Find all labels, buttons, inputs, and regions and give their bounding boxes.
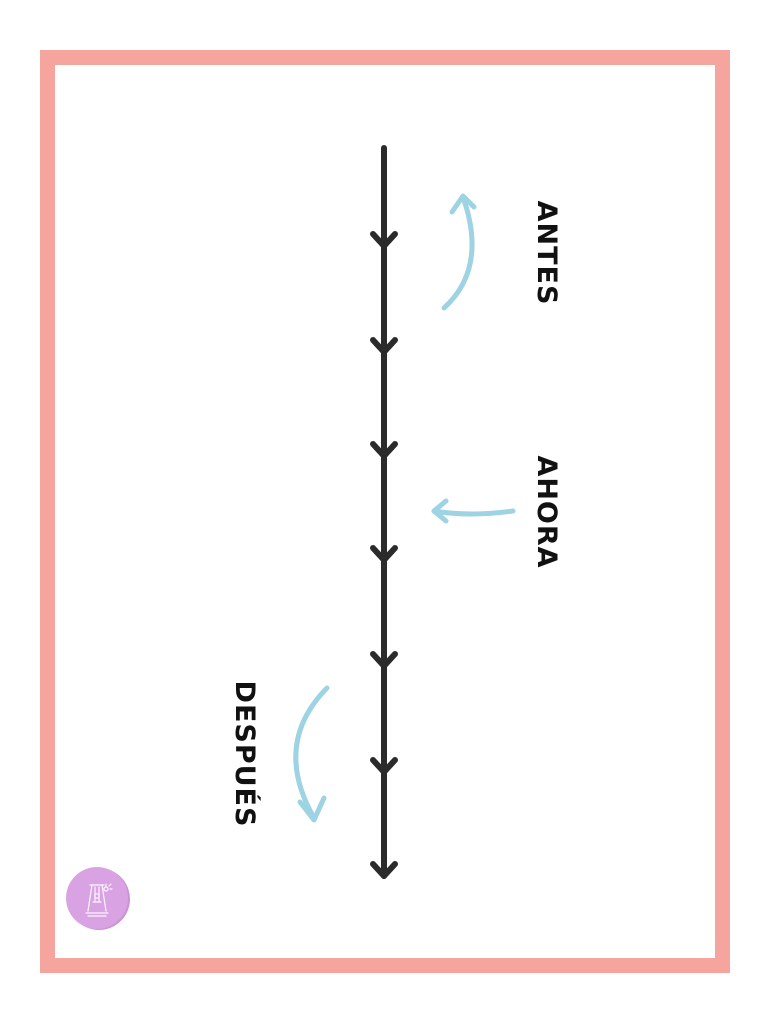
arrowhead-2 xyxy=(370,337,398,355)
label-ahora: AHORA xyxy=(531,455,562,568)
label-despues: DESPUÉS xyxy=(229,681,261,828)
arrowhead-6 xyxy=(370,757,398,775)
swing-child-icon xyxy=(85,883,113,917)
arrowhead-4 xyxy=(370,545,398,563)
label-antes: ANTES xyxy=(531,201,562,306)
despues-curved-arrow xyxy=(293,685,330,823)
logo-badge xyxy=(66,867,128,929)
antes-curved-arrow xyxy=(441,193,477,311)
timeline-arrowheads xyxy=(370,231,398,879)
arrowhead-5 xyxy=(370,651,398,669)
arrowhead-3 xyxy=(370,441,398,459)
arrowhead-7 xyxy=(370,861,398,879)
arrowhead-1 xyxy=(370,231,398,249)
ahora-arrow xyxy=(431,498,516,524)
